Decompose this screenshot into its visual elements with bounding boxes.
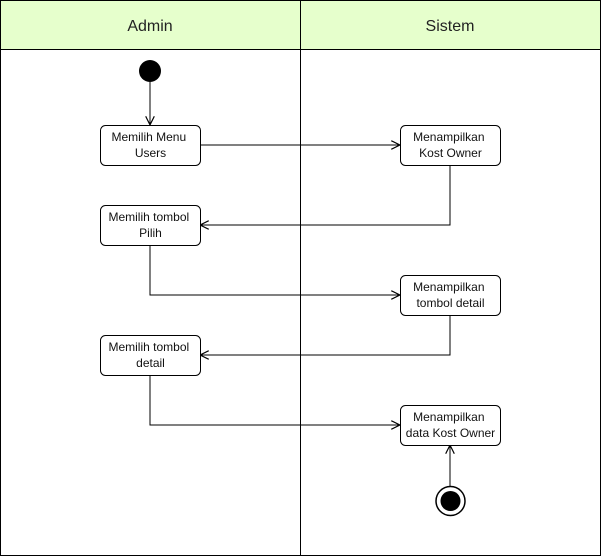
svg-text:Memilih tombol Pilih: Memilih tombol Pilih [108, 210, 192, 240]
activity-label-line: Pilih [139, 226, 162, 240]
activity-menampilkan-data-kost-owner: Menampilkan data Kost Owner [400, 405, 501, 446]
activity-label-line: Menampilkan [413, 410, 484, 424]
activity-label-line: Menampilkan [413, 130, 484, 144]
activity-memilih-tombol-pilih: Memilih tombol Pilih [100, 205, 201, 246]
svg-text:Memilih Menu Users: Memilih Menu Users [111, 130, 189, 160]
activity-label-line: Memilih Menu [111, 130, 186, 144]
flow-detail-to-menampilkan-data-kost-owner [149, 375, 399, 425]
flow-kost-owner-to-memilih-tombol-pilih [201, 165, 451, 225]
svg-text:Menampilkan tombol detai: Menampilkan tombol detail [413, 280, 488, 310]
flow-tombol-detail-to-memilih-tombol-detail [201, 315, 451, 355]
activity-label-line: detail [136, 356, 165, 370]
activity-label-line: Memilih tombol [108, 340, 189, 354]
activity-memilih-menu-users: Memilih Menu Users [100, 125, 201, 166]
activity-label-line: Kost Owner [419, 146, 482, 160]
activity-label-line: Memilih tombol [108, 210, 189, 224]
activity-label-line: Menampilkan [413, 280, 484, 294]
svg-text:Memilih tombol detail: Memilih tombol detail [108, 340, 192, 370]
activity-menampilkan-tombol-detail: Menampilkan tombol detail [400, 275, 501, 316]
activity-label-line: tombol detail [416, 296, 484, 310]
activity-menampilkan-kost-owner: Menampilkan Kost Owner [400, 125, 501, 166]
flow-pilih-to-menampilkan-tombol-detail [149, 245, 399, 295]
activity-label-line: Users [135, 146, 166, 160]
control-flows [150, 82, 450, 487]
final-node [435, 485, 466, 517]
initial-node [139, 60, 161, 82]
lane-title-admin: Admin [127, 18, 172, 35]
activity-label-line: data Kost Owner [406, 426, 495, 440]
lane-header-admin [0, 0, 301, 50]
lane-header-sistem [300, 0, 601, 50]
svg-text:Menampilkan Kost Owner: Menampilkan Kost Owner [413, 130, 488, 160]
svg-text:Menampilkan data Kost Ow: Menampilkan data Kost Owner [406, 410, 495, 440]
activity-memilih-tombol-detail: Memilih tombol detail [100, 335, 201, 376]
lane-title-sistem: Sistem [426, 18, 475, 35]
